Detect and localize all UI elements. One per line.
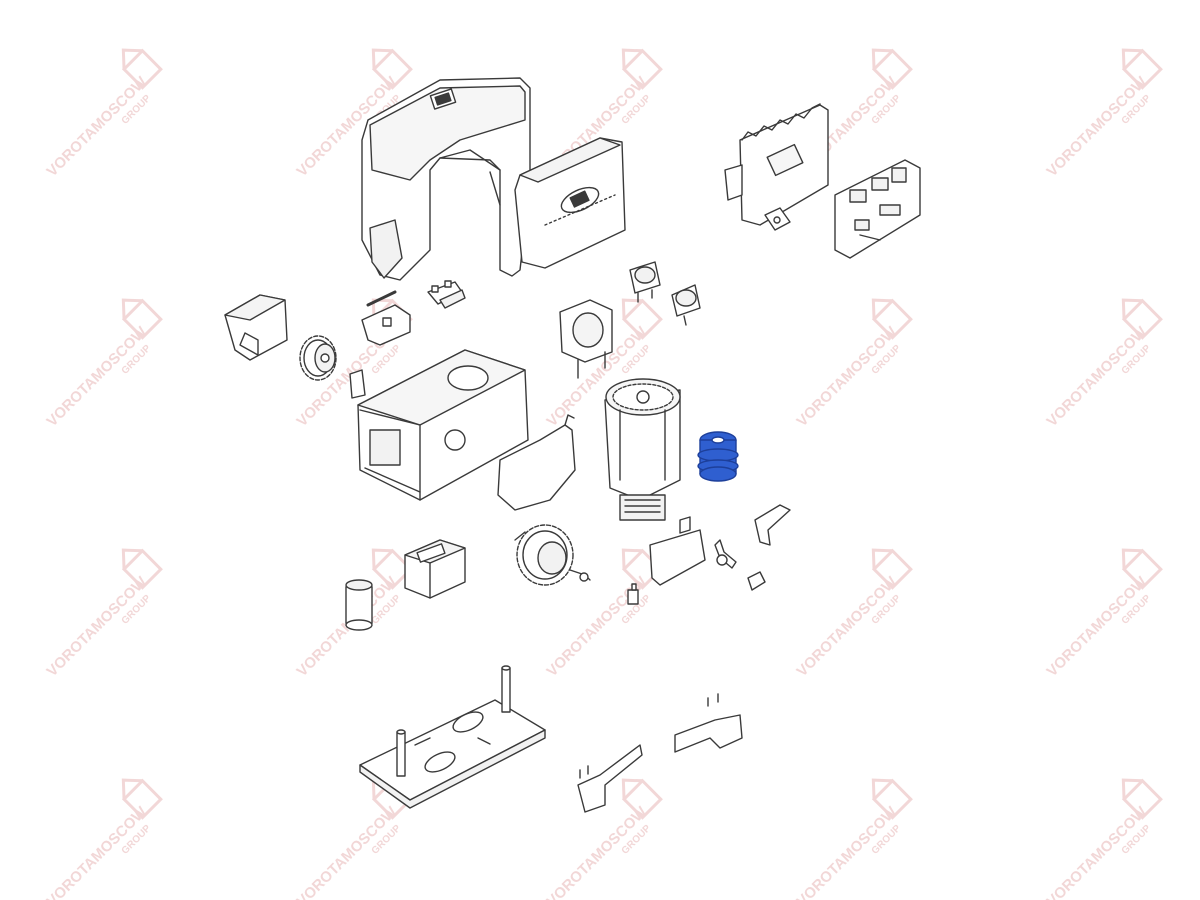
- transformer[interactable]: [404, 539, 466, 599]
- watermark-logo-icon: [1121, 48, 1163, 90]
- gear-guard[interactable]: [224, 294, 288, 361]
- watermark-logo-icon: [121, 298, 163, 340]
- clip[interactable]: [349, 369, 366, 399]
- gearbox-body[interactable]: [357, 349, 529, 501]
- watermark-brand: VOROTAMOSCOW: [293, 803, 400, 900]
- watermark-logo-icon: [871, 298, 913, 340]
- watermark-brand: VOROTAMOSCOW: [1043, 73, 1150, 180]
- watermark-brand: VOROTAMOSCOW: [543, 803, 650, 900]
- pinion-gear[interactable]: [299, 335, 337, 381]
- worm-wheel[interactable]: [514, 524, 591, 586]
- watermark-logo-icon: [121, 48, 163, 90]
- cam-right[interactable]: [674, 693, 743, 753]
- limit-switch-right[interactable]: [671, 284, 701, 326]
- watermark-logo-icon: [371, 548, 413, 590]
- front-cover[interactable]: [514, 137, 626, 269]
- cover-housing[interactable]: [361, 77, 531, 281]
- cam-left[interactable]: [577, 744, 643, 813]
- watermark-brand: VOROTAMOSCOW: [1043, 803, 1150, 900]
- watermark-brand: VOROTAMOSCOW: [43, 73, 150, 180]
- watermark-brand: VOROTAMOSCOW: [43, 803, 150, 900]
- watermark-logo-icon: [371, 48, 413, 90]
- fan-cover[interactable]: [559, 299, 613, 379]
- watermark-brand: VOROTAMOSCOW: [43, 573, 150, 680]
- cable-clamp[interactable]: [649, 516, 706, 586]
- watermark-brand: VOROTAMOSCOW: [1043, 323, 1150, 430]
- watermark-logo-icon: [621, 778, 663, 820]
- watermark-brand: VOROTAMOSCOW: [793, 323, 900, 430]
- watermark-logo-icon: [1121, 298, 1163, 340]
- control-board[interactable]: [834, 159, 921, 259]
- watermark-brand: VOROTAMOSCOW: [43, 323, 150, 430]
- watermark-logo-icon: [871, 778, 913, 820]
- capacitor[interactable]: [345, 579, 373, 631]
- watermark-logo-icon: [621, 298, 663, 340]
- motor[interactable]: [604, 378, 681, 521]
- watermark-brand: VOROTAMOSCOW: [1043, 573, 1150, 680]
- terminal-block[interactable]: [427, 280, 466, 309]
- watermark-logo-icon: [121, 548, 163, 590]
- watermark-logo-icon: [871, 548, 913, 590]
- watermark-logo-icon: [871, 48, 913, 90]
- gasket[interactable]: [497, 414, 576, 511]
- control-board-bracket[interactable]: [724, 103, 829, 231]
- watermark-brand: VOROTAMOSCOW: [793, 573, 900, 680]
- screws[interactable]: [714, 539, 766, 591]
- anchor-plate[interactable]: [359, 665, 546, 809]
- watermark-brand: VOROTAMOSCOW: [793, 803, 900, 900]
- release-key[interactable]: [754, 504, 791, 546]
- watermark-logo-icon: [1121, 778, 1163, 820]
- limit-switch-left[interactable]: [629, 261, 661, 303]
- watermark-logo-icon: [1121, 548, 1163, 590]
- watermark-logo-icon: [621, 48, 663, 90]
- watermark-logo-icon: [121, 778, 163, 820]
- fuse-holder[interactable]: [627, 583, 639, 605]
- release-lock[interactable]: [361, 290, 411, 346]
- worm-screw[interactable]: [697, 431, 739, 482]
